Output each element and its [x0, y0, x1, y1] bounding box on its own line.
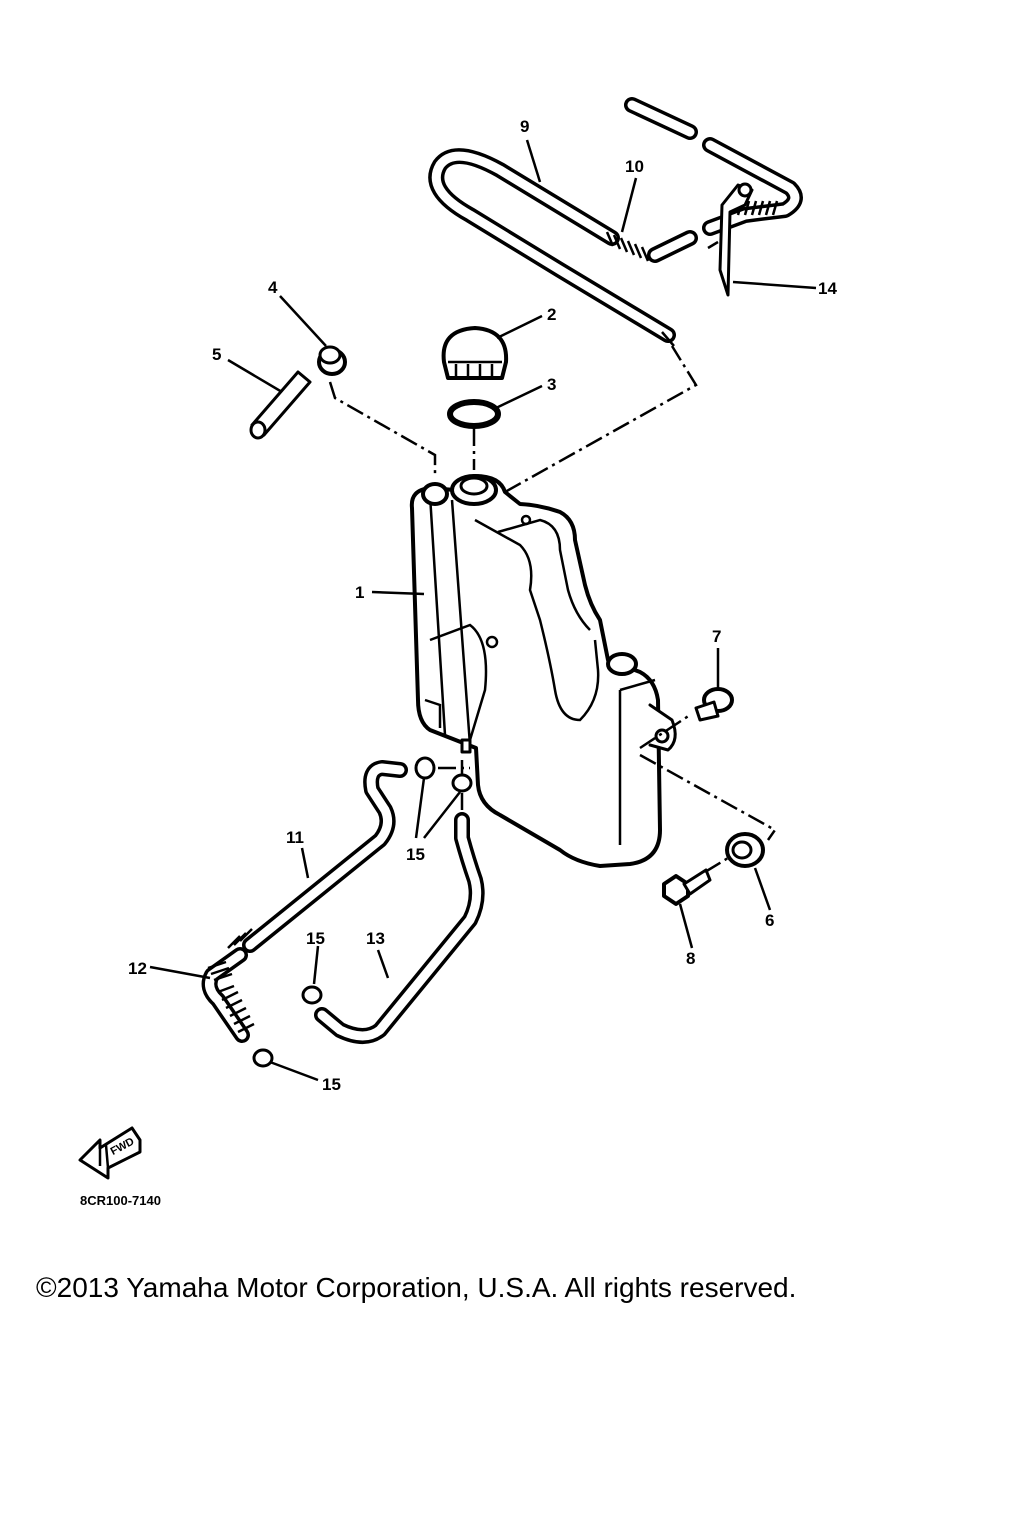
callout-11: 11 — [286, 828, 304, 847]
grommet-4 — [317, 345, 347, 376]
callout-3: 3 — [547, 375, 556, 394]
callout-8: 8 — [686, 949, 695, 968]
grommet-6 — [725, 832, 765, 868]
callout-4: 4 — [268, 278, 278, 297]
holder-clip-14 — [718, 182, 754, 297]
copyright-notice: ©2013 Yamaha Motor Corporation, U.S.A. A… — [36, 1272, 797, 1303]
diagram-code: 8CR100-7140 — [80, 1193, 161, 1208]
callout-15-a: 15 — [406, 845, 425, 864]
tank-cap-2 — [441, 326, 509, 380]
callout-1: 1 — [355, 583, 364, 602]
callout-15-b: 15 — [306, 929, 325, 948]
gasket-3 — [447, 399, 501, 429]
callout-15-c: 15 — [322, 1075, 341, 1094]
callout-5: 5 — [212, 345, 221, 364]
callout-12: 12 — [128, 959, 147, 978]
hose-11 — [242, 760, 408, 953]
callout-14: 14 — [818, 279, 837, 298]
fwd-arrow-icon: FWD — [78, 1126, 142, 1180]
callout-6: 6 — [765, 911, 774, 930]
callout-10: 10 — [625, 157, 644, 176]
callout-2: 2 — [547, 305, 556, 324]
bolt-8 — [662, 868, 712, 906]
assembly-lines — [328, 240, 777, 874]
breather-hose-9 — [428, 97, 803, 347]
pipe-5 — [249, 370, 312, 440]
callout-labels: 1 2 3 4 5 6 7 8 9 10 11 12 13 14 15 15 1… — [128, 117, 837, 1094]
leader-lines — [149, 139, 817, 1082]
hose-13 — [314, 812, 485, 1044]
spring-12 — [201, 928, 255, 1043]
oil-tank-1 — [409, 474, 677, 868]
callout-13: 13 — [366, 929, 385, 948]
callout-9: 9 — [520, 117, 529, 136]
hose-clip-15 — [252, 756, 473, 1068]
bolt-7 — [694, 687, 734, 722]
callout-7: 7 — [712, 627, 721, 646]
